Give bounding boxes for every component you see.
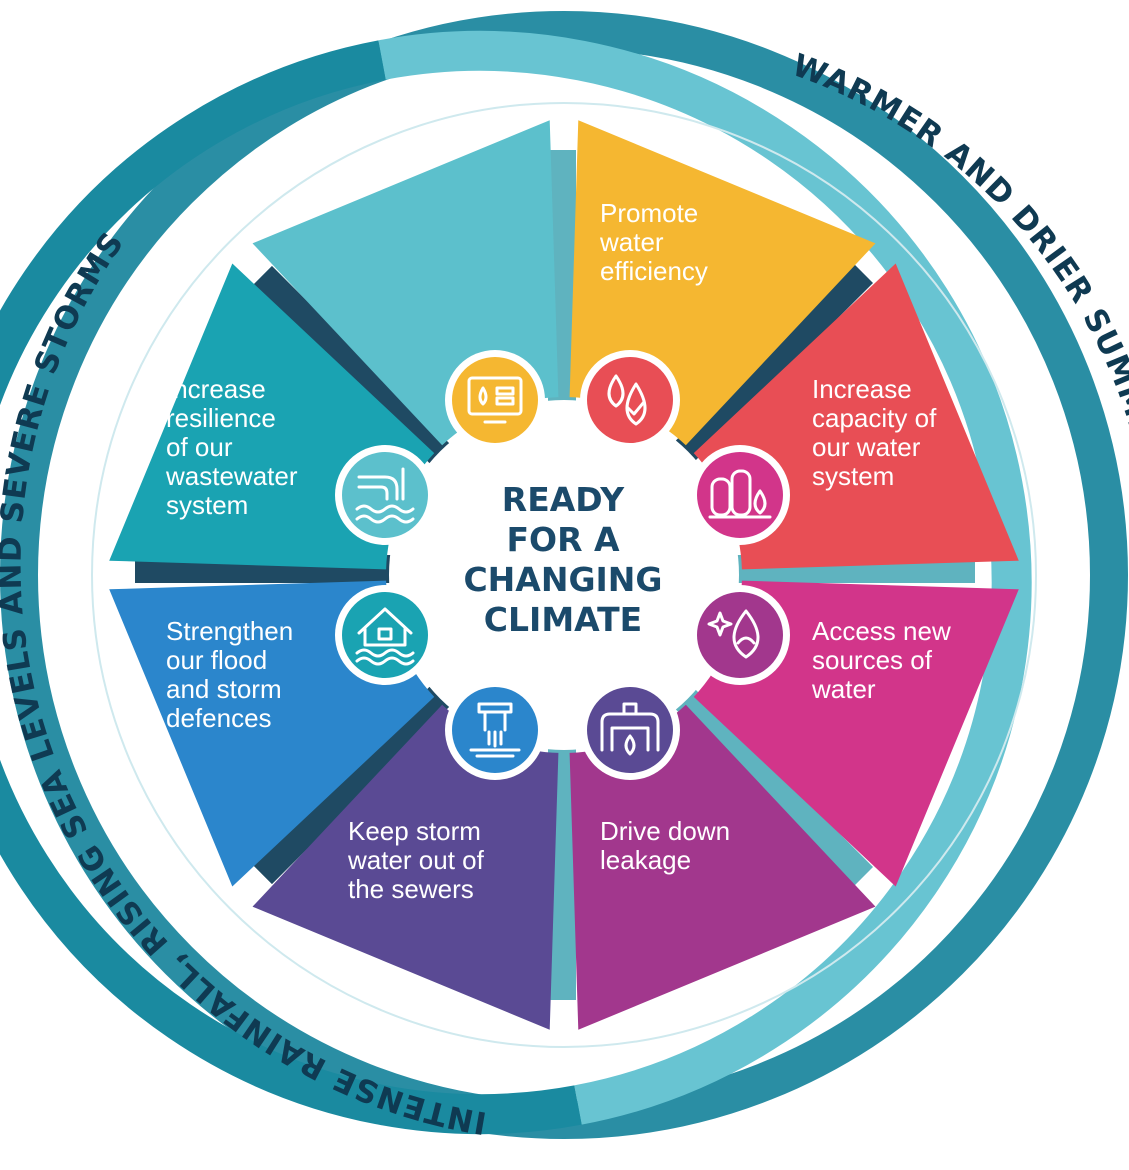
- water-drops-check-icon-disc: [587, 357, 673, 443]
- monitor-water-icon: [445, 350, 545, 450]
- center-line-3: CHANGING: [463, 560, 662, 599]
- segment-capacity-label-line: system: [812, 461, 894, 491]
- segment-capacity-label-line: Increase: [812, 374, 912, 404]
- inner-ring-line: [91, 102, 1037, 1048]
- segment-storm-water-label-line: water out of: [347, 845, 485, 875]
- segment-new-sources-shape: [569, 704, 876, 1030]
- segment-resilience-label-line: system: [166, 490, 248, 520]
- segment-efficiency-label-line: efficiency: [600, 256, 708, 286]
- water-tanks-icon-disc: [697, 452, 783, 538]
- leaking-pipe-icon: [580, 680, 680, 780]
- center-line-2: FOR A: [506, 520, 619, 559]
- center-line-1: READY: [502, 480, 625, 519]
- segment-leakage-shape: [252, 704, 559, 1030]
- leaking-pipe-icon-disc: [587, 687, 673, 773]
- segment-resilience-label-line: Increase: [166, 374, 266, 404]
- water-tanks-icon: [690, 445, 790, 545]
- drain-pipe-icon: [445, 680, 545, 780]
- sparkle-drop-icon-disc: [697, 592, 783, 678]
- segment-flood-label-line: and storm: [166, 674, 282, 704]
- segment-flood-label-line: our flood: [166, 645, 267, 675]
- center-disc: [389, 400, 739, 750]
- segment-efficiency-label-line: Promote: [600, 198, 698, 228]
- segment-capacity-label-line: capacity of: [812, 403, 937, 433]
- icons: [335, 350, 790, 780]
- outer-ring-right-band: [378, 30, 1032, 1125]
- segment-new-sources-label-line: Access new: [812, 616, 951, 646]
- center-line-4: CLIMATE: [484, 600, 642, 639]
- segment-flood-label-line: Strengthen: [166, 616, 293, 646]
- flooded-house-icon-disc: [342, 592, 428, 678]
- segment-resilience-label-line: wastewater: [165, 461, 298, 491]
- segment-resilience-label-line: resilience: [166, 403, 276, 433]
- segment-flood-label-line: defences: [166, 703, 272, 733]
- outfall-pipe-icon-disc: [342, 452, 428, 538]
- segment-new-sources-label-line: sources of: [812, 645, 933, 675]
- segment-storm-water-label-line: Keep storm: [348, 816, 481, 846]
- drain-pipe-icon-disc: [452, 687, 538, 773]
- segment-leakage-label-line: leakage: [600, 845, 691, 875]
- flooded-house-icon: [335, 585, 435, 685]
- segment-new-sources-label-line: water: [811, 674, 876, 704]
- segment-efficiency-label-line: water: [599, 227, 664, 257]
- monitor-water-icon-disc: [452, 357, 538, 443]
- water-drops-check-icon: [580, 350, 680, 450]
- outfall-pipe-icon: [335, 445, 435, 545]
- sparkle-drop-icon: [690, 585, 790, 685]
- segment-storm-water-label-line: the sewers: [348, 874, 474, 904]
- center: READY FOR A CHANGING CLIMATE: [389, 400, 739, 750]
- segment-capacity-label-line: our water: [812, 432, 921, 462]
- outer-ring-left-band: [0, 40, 582, 1135]
- segment-resilience-label-line: of our: [166, 432, 233, 462]
- segment-leakage-label-line: Drive down: [600, 816, 730, 846]
